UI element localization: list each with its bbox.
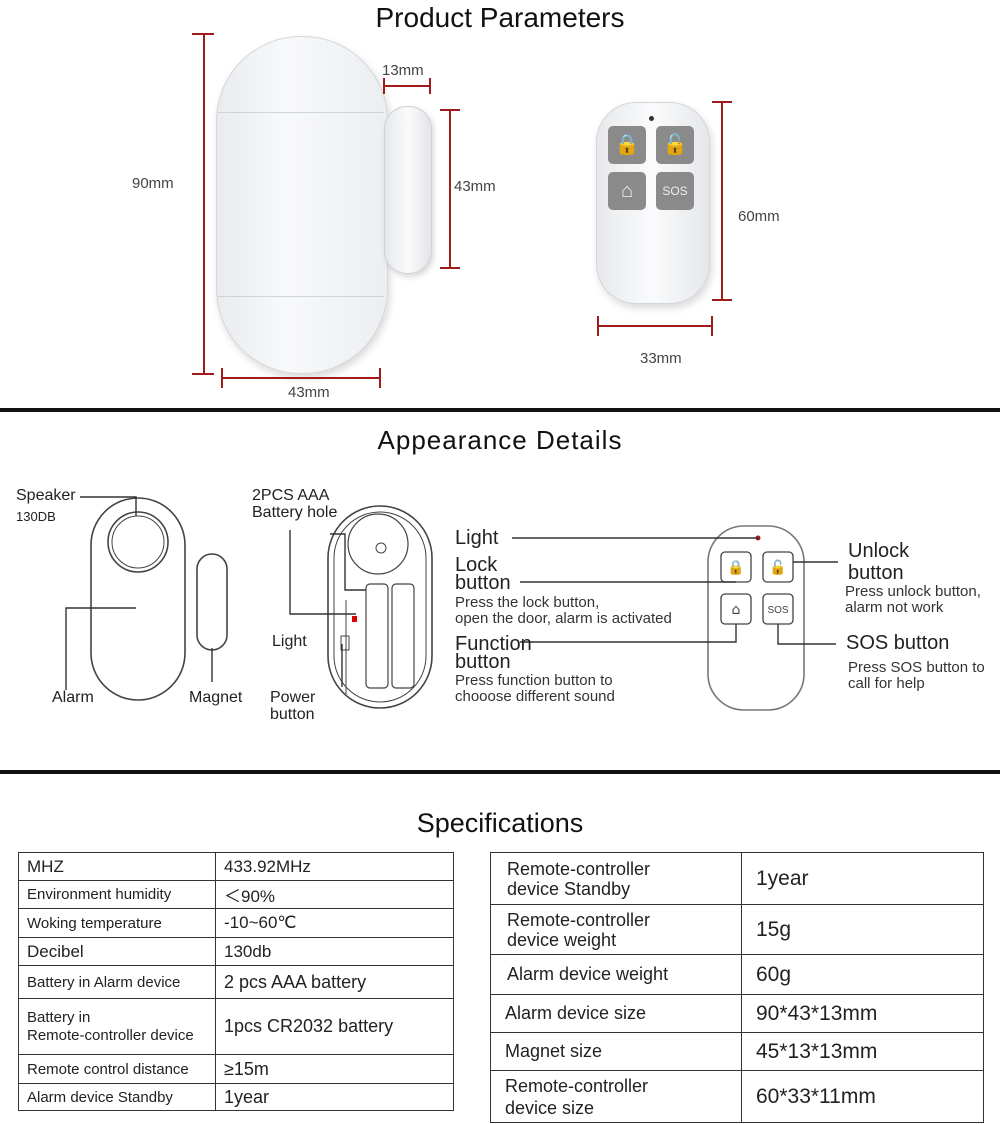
outline-sos-label: SOS [767, 605, 788, 616]
light-label-device: Light [272, 633, 307, 650]
dim-alarm-height: 90mm [132, 175, 174, 192]
spec-value: 1year [741, 852, 984, 905]
remote-unlock-key: 🔓 [656, 126, 694, 164]
spec-key: Remote control distance [18, 1054, 216, 1084]
spec-value: -10~60℃ [215, 908, 454, 938]
remote-light-label: Light [455, 527, 499, 549]
dim-alarm-width: 43mm [288, 384, 330, 401]
remote-lock-label-2: button [455, 572, 511, 594]
spec-value: 1year [215, 1083, 454, 1111]
spec-key: Decibel [18, 937, 216, 966]
spec-key: Alarm device Standby [18, 1083, 216, 1111]
spec-key-line2: device weight [507, 929, 617, 950]
remote-led [649, 116, 654, 121]
dim-remote-width: 33mm [640, 350, 682, 367]
spec-key: Alarm device size [490, 994, 742, 1033]
remote-sos-desc-1: Press SOS button to [848, 659, 985, 676]
remote-lock-desc-1: Press the lock button, [455, 594, 600, 611]
svg-text:⌂: ⌂ [732, 602, 741, 618]
spec-key: Alarm device weight [490, 954, 742, 995]
remote-sos-desc-2: call for help [848, 675, 925, 692]
spec-key: Magnet size [490, 1032, 742, 1071]
spec-value: ≥15m [215, 1054, 454, 1084]
speaker-db-label: 130DB [16, 509, 56, 524]
speaker-label: Speaker [16, 487, 76, 504]
dim-magnet-height: 43mm [454, 178, 496, 195]
spec-key: Remote-controller [505, 1075, 649, 1096]
dim-magnet-thickness: 13mm [382, 62, 424, 79]
spec-value: 60g [741, 954, 984, 995]
remote-lock-label-1: Lock [455, 554, 498, 576]
spec-key-line2: device size [505, 1097, 595, 1118]
battery-hole-label-1: 2PCS AAA [252, 487, 330, 504]
remote-lock-key: 🔒 [608, 126, 646, 164]
divider-middle [0, 770, 1000, 774]
divider-top [0, 408, 1000, 412]
spec-value: 433.92MHz [215, 852, 454, 881]
alarm-device-image [216, 36, 388, 374]
spec-row: Woking temperature-10~60℃ [18, 908, 454, 938]
spec-value: 130db [215, 937, 454, 966]
remote-sos-key: SOS [656, 172, 694, 210]
spec-value: 45*13*13mm [741, 1032, 984, 1071]
spec-key: MHZ [18, 852, 216, 881]
spec-key-line2: Remote-controller device [27, 1026, 194, 1044]
remote-function-desc-1: Press function button to [455, 672, 613, 689]
spec-key-line2: device Standby [507, 878, 631, 899]
alarm-device-seam-bottom [218, 296, 384, 297]
magnet-label: Magnet [189, 689, 243, 706]
dimension-lines [192, 33, 732, 388]
spec-key: Remote-controller [507, 858, 651, 879]
appearance-outline-drawing: 🔒 🔓 ⌂ SOS [65, 496, 838, 711]
spec-row: Remote control distance≥15m [18, 1054, 454, 1084]
magnet-image [384, 106, 432, 274]
section-title-appearance-details: Appearance Details [377, 425, 623, 455]
spec-row: Environment humidity＜90% [18, 880, 454, 909]
spec-value: 1pcs CR2032 battery [215, 998, 454, 1055]
spec-key: Battery in Alarm device [18, 965, 216, 999]
spec-key: Environment humidity [18, 880, 216, 909]
remote-lock-desc-2: open the door, alarm is activated [455, 610, 672, 627]
remote-function-label-2: button [455, 651, 511, 673]
spec-value: 2 pcs AAA battery [215, 965, 454, 999]
battery-hole-label-2: Battery hole [252, 504, 338, 521]
dim-remote-height: 60mm [738, 208, 780, 225]
spec-key: Remote-controller [507, 909, 651, 930]
remote-unlock-desc-1: Press unlock button, [845, 583, 981, 600]
svg-text:🔒: 🔒 [727, 560, 744, 576]
remote-home-key: ⌂ [608, 172, 646, 210]
section-title-specifications: Specifications [416, 808, 584, 838]
alarm-device-seam-top [218, 112, 384, 113]
remote-unlock-label-2: button [848, 562, 904, 584]
spec-value: 90*43*13mm [741, 994, 984, 1033]
spec-value: ＜90% [215, 880, 454, 909]
remote-function-desc-2: chooose different sound [455, 688, 615, 705]
remote-sos-title: SOS button [846, 632, 950, 654]
spec-key: Woking temperature [18, 908, 216, 938]
power-button-label-1: Power [270, 689, 316, 706]
power-button-label-2: button [270, 706, 315, 723]
section-title-product-parameters: Product Parameters [375, 2, 625, 33]
remote-unlock-label-1: Unlock [848, 540, 910, 562]
spec-key: Battery in [27, 1008, 91, 1026]
alarm-label: Alarm [52, 689, 94, 706]
spec-value: 60*33*11mm [741, 1070, 984, 1123]
spec-value: 15g [741, 904, 984, 955]
svg-text:🔓: 🔓 [769, 559, 786, 576]
remote-unlock-desc-2: alarm not work [845, 599, 944, 616]
remote-function-label-1: Function [455, 633, 532, 655]
